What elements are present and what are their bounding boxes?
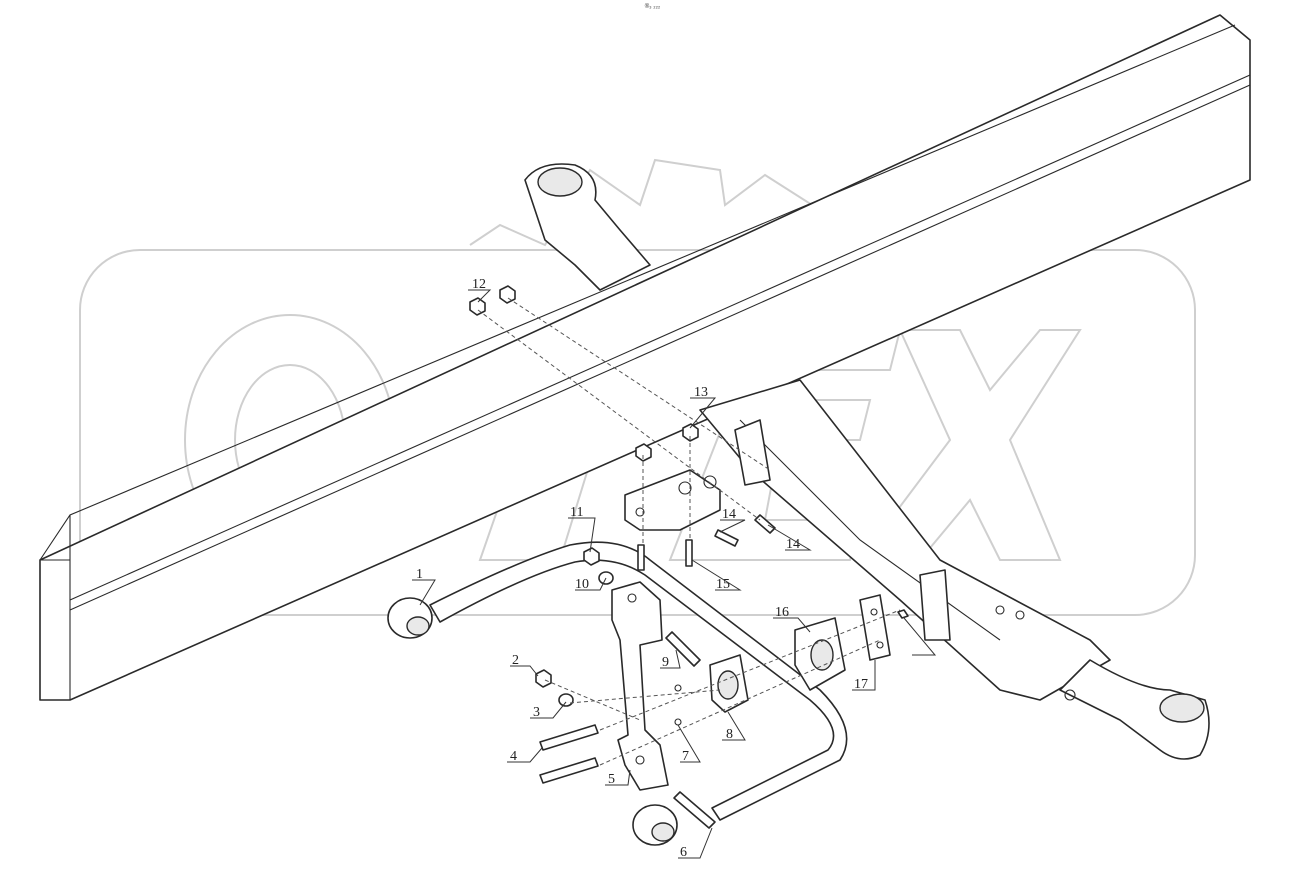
stabilizer-bushing-lower bbox=[632, 804, 678, 846]
callout-1: 1 bbox=[416, 567, 423, 582]
callout-8: 8 bbox=[726, 727, 733, 742]
callout-14a: 14 bbox=[786, 537, 800, 552]
fasteners bbox=[469, 285, 909, 829]
callout-9: 9 bbox=[662, 655, 669, 670]
link-bracket bbox=[611, 581, 669, 791]
callout-leaders bbox=[412, 289, 937, 859]
callout-12a: 12 bbox=[472, 277, 486, 292]
header-caption: ®₃ ₂₂₂ bbox=[644, 4, 661, 10]
stabilizer-bushing-upper bbox=[387, 597, 433, 639]
stabilizer-bar bbox=[429, 541, 848, 821]
clamp-bracket bbox=[709, 654, 749, 713]
callout-12b: 13 bbox=[694, 385, 708, 400]
callout-14b: 15 bbox=[716, 577, 730, 592]
callout-2: 2 bbox=[512, 653, 519, 668]
callout-11: 11 bbox=[570, 505, 583, 520]
frame-side-rail bbox=[39, 14, 1251, 701]
callout-labels: 12 13 11 10 1 2 3 4 5 6 7 8 9 14 14 15 1… bbox=[416, 277, 868, 860]
clamp-plate bbox=[859, 594, 891, 661]
callout-13: 14 bbox=[722, 507, 736, 522]
assembly-axis-lines bbox=[477, 297, 901, 766]
callout-6: 6 bbox=[680, 845, 687, 860]
callout-4: 4 bbox=[510, 749, 517, 764]
callout-16: 17 bbox=[854, 677, 868, 692]
front-axle-beam bbox=[524, 163, 1210, 760]
callout-5: 5 bbox=[608, 772, 615, 787]
callout-3: 3 bbox=[533, 705, 540, 720]
callout-7: 7 bbox=[682, 749, 689, 764]
callout-10: 10 bbox=[575, 577, 589, 592]
callout-15: 16 bbox=[775, 605, 789, 620]
upper-mounting-bracket bbox=[624, 469, 721, 531]
